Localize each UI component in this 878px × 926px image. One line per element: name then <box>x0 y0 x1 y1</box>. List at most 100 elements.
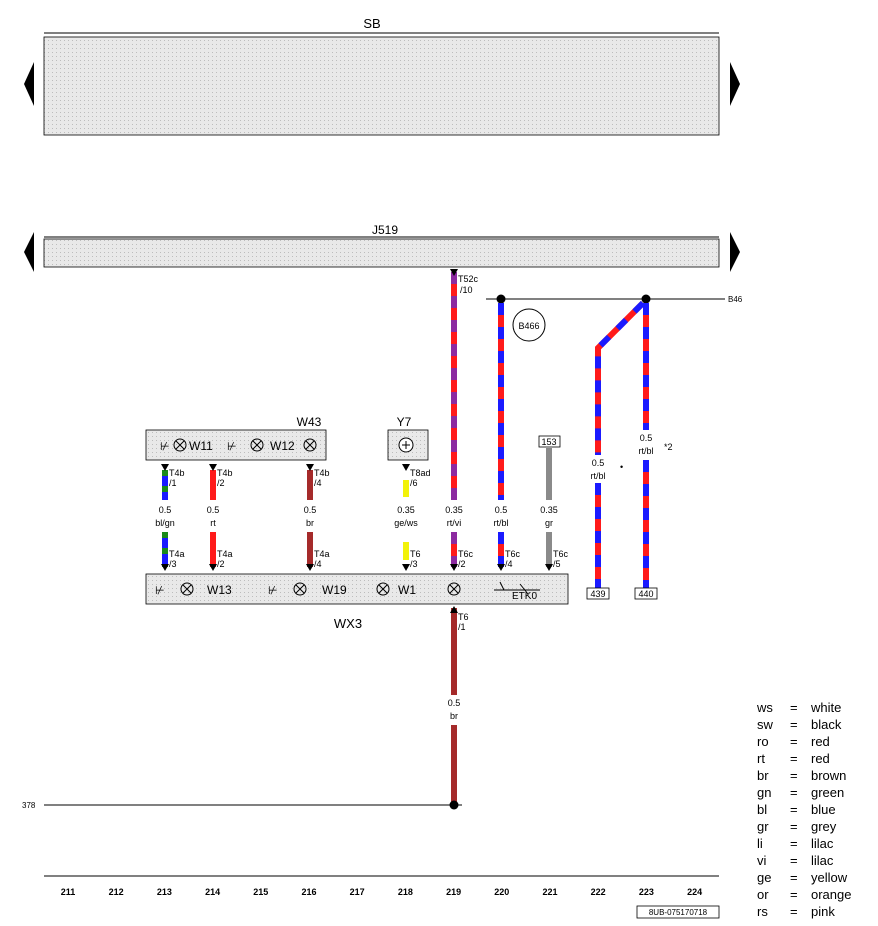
legend-color-name: grey <box>811 819 837 834</box>
control-unit-j519: J519 <box>24 223 740 272</box>
reference-153[interactable]: 153 <box>541 437 556 447</box>
switch-icon: ⊬ <box>160 441 170 453</box>
connector-labels: T52c /10 T4b /1 T4b /2 T4b /4 T8ad /6 T4… <box>169 274 569 632</box>
legend-abbr: ws <box>756 700 773 715</box>
scroll-left-arrow-icon[interactable] <box>24 62 34 106</box>
switch-icon: ⊬ <box>155 585 165 597</box>
legend-equals: = <box>790 768 798 783</box>
wire-size: 0.5 <box>207 505 220 515</box>
wire-color: rt/bl <box>638 446 653 456</box>
etk-symbol-icon <box>494 581 540 595</box>
scroll-left-arrow-icon[interactable] <box>24 232 34 272</box>
column-number: 215 <box>253 887 268 897</box>
lamp-icon <box>376 582 390 596</box>
connector-label: T6c <box>553 549 569 559</box>
reference-439[interactable]: 439 <box>590 589 605 599</box>
wire-color: bl/gn <box>155 518 175 528</box>
scroll-right-arrow-icon[interactable] <box>730 232 740 272</box>
wire-color: br <box>450 711 458 721</box>
column-number: 217 <box>350 887 365 897</box>
legend-equals: = <box>790 904 798 919</box>
wire-size: 0.35 <box>397 505 415 515</box>
wire-size: 0.35 <box>445 505 463 515</box>
legend-abbr: ge <box>757 870 771 885</box>
junction-dot <box>641 294 651 304</box>
legend-equals: = <box>790 853 798 868</box>
wire-size: 0.5 <box>495 505 508 515</box>
lamp-icon <box>180 582 194 596</box>
connector-label: T6 <box>458 612 469 622</box>
legend-color-name: pink <box>811 904 835 919</box>
legend-equals: = <box>790 819 798 834</box>
color-legend: ws=whitesw=blackro=redrt=redbr=browngn=g… <box>756 700 851 919</box>
wire-color: rt/vi <box>447 518 462 528</box>
reference-378[interactable]: 378 <box>22 801 36 810</box>
connector-label: T4a <box>217 549 233 559</box>
reference-440[interactable]: 440 <box>638 589 653 599</box>
wire-color: rt <box>210 518 216 528</box>
connector-label: T8ad <box>410 468 431 478</box>
wire-color: ge/ws <box>394 518 418 528</box>
connector-label: T4b <box>217 468 233 478</box>
column-number: 211 <box>61 887 76 897</box>
lamp-icon <box>303 438 317 452</box>
motor-label: Y7 <box>397 415 412 429</box>
wire-size: 0.5 <box>592 458 605 468</box>
connector-pin: /2 <box>458 559 466 569</box>
switch-icon: ⊬ <box>227 441 237 453</box>
lamp-w13-label: W13 <box>207 583 232 597</box>
lamp-w12-label: W12 <box>270 439 295 453</box>
connector-pin: /2 <box>217 559 225 569</box>
column-number: 213 <box>157 887 172 897</box>
footnote-marker: *2 <box>664 442 673 452</box>
switch-icon: ⊬ <box>268 585 278 597</box>
connector-label: T4b <box>314 468 330 478</box>
column-number: 214 <box>205 887 220 897</box>
wire-222 <box>595 300 646 588</box>
column-number: 212 <box>109 887 124 897</box>
column-number: 223 <box>639 887 654 897</box>
legend-color-name: red <box>811 751 830 766</box>
lamp-w19-label: W19 <box>322 583 347 597</box>
legend-equals: = <box>790 836 798 851</box>
wire-color: gr <box>545 518 553 528</box>
connector-pin: /4 <box>314 478 322 488</box>
scroll-right-arrow-icon[interactable] <box>730 62 740 106</box>
connector-markers <box>161 269 553 613</box>
control-unit-label: J519 <box>372 223 398 237</box>
connector-label: T6c <box>458 549 474 559</box>
bus-label: B46 <box>728 295 743 304</box>
legend-abbr: bl <box>757 802 767 817</box>
lamp-w1-label: W1 <box>398 583 416 597</box>
lamp-icon <box>250 438 264 452</box>
legend-equals: = <box>790 785 798 800</box>
legend-color-name: white <box>810 700 841 715</box>
motor-y7: Y7 <box>387 415 429 461</box>
legend-equals: = <box>790 870 798 885</box>
connector-label: T52c <box>458 274 479 284</box>
legend-color-name: red <box>811 734 830 749</box>
legend-abbr: br <box>757 768 769 783</box>
wire-size: 0.5 <box>304 505 317 515</box>
legend-abbr: vi <box>757 853 767 868</box>
legend-color-name: lilac <box>811 836 834 851</box>
column-number: 216 <box>301 887 316 897</box>
column-number: 218 <box>398 887 413 897</box>
lamp-icon <box>447 582 461 596</box>
legend-equals: = <box>790 887 798 902</box>
legend-abbr: li <box>757 836 763 851</box>
legend-color-name: blue <box>811 802 836 817</box>
fuse-box-sb: SB <box>24 16 740 136</box>
ground-line-378: 378 <box>22 800 462 810</box>
connector-label: T6 <box>410 549 421 559</box>
ground-label: B466 <box>518 321 539 331</box>
connector-pin: /1 <box>169 478 177 488</box>
junction-dot <box>496 294 506 304</box>
connector-pin: /6 <box>410 478 418 488</box>
legend-color-name: lilac <box>811 853 834 868</box>
connector-label: T4b <box>169 468 185 478</box>
connector-pin: /1 <box>458 622 466 632</box>
legend-equals: = <box>790 802 798 817</box>
ground-point-b466 <box>512 308 546 342</box>
